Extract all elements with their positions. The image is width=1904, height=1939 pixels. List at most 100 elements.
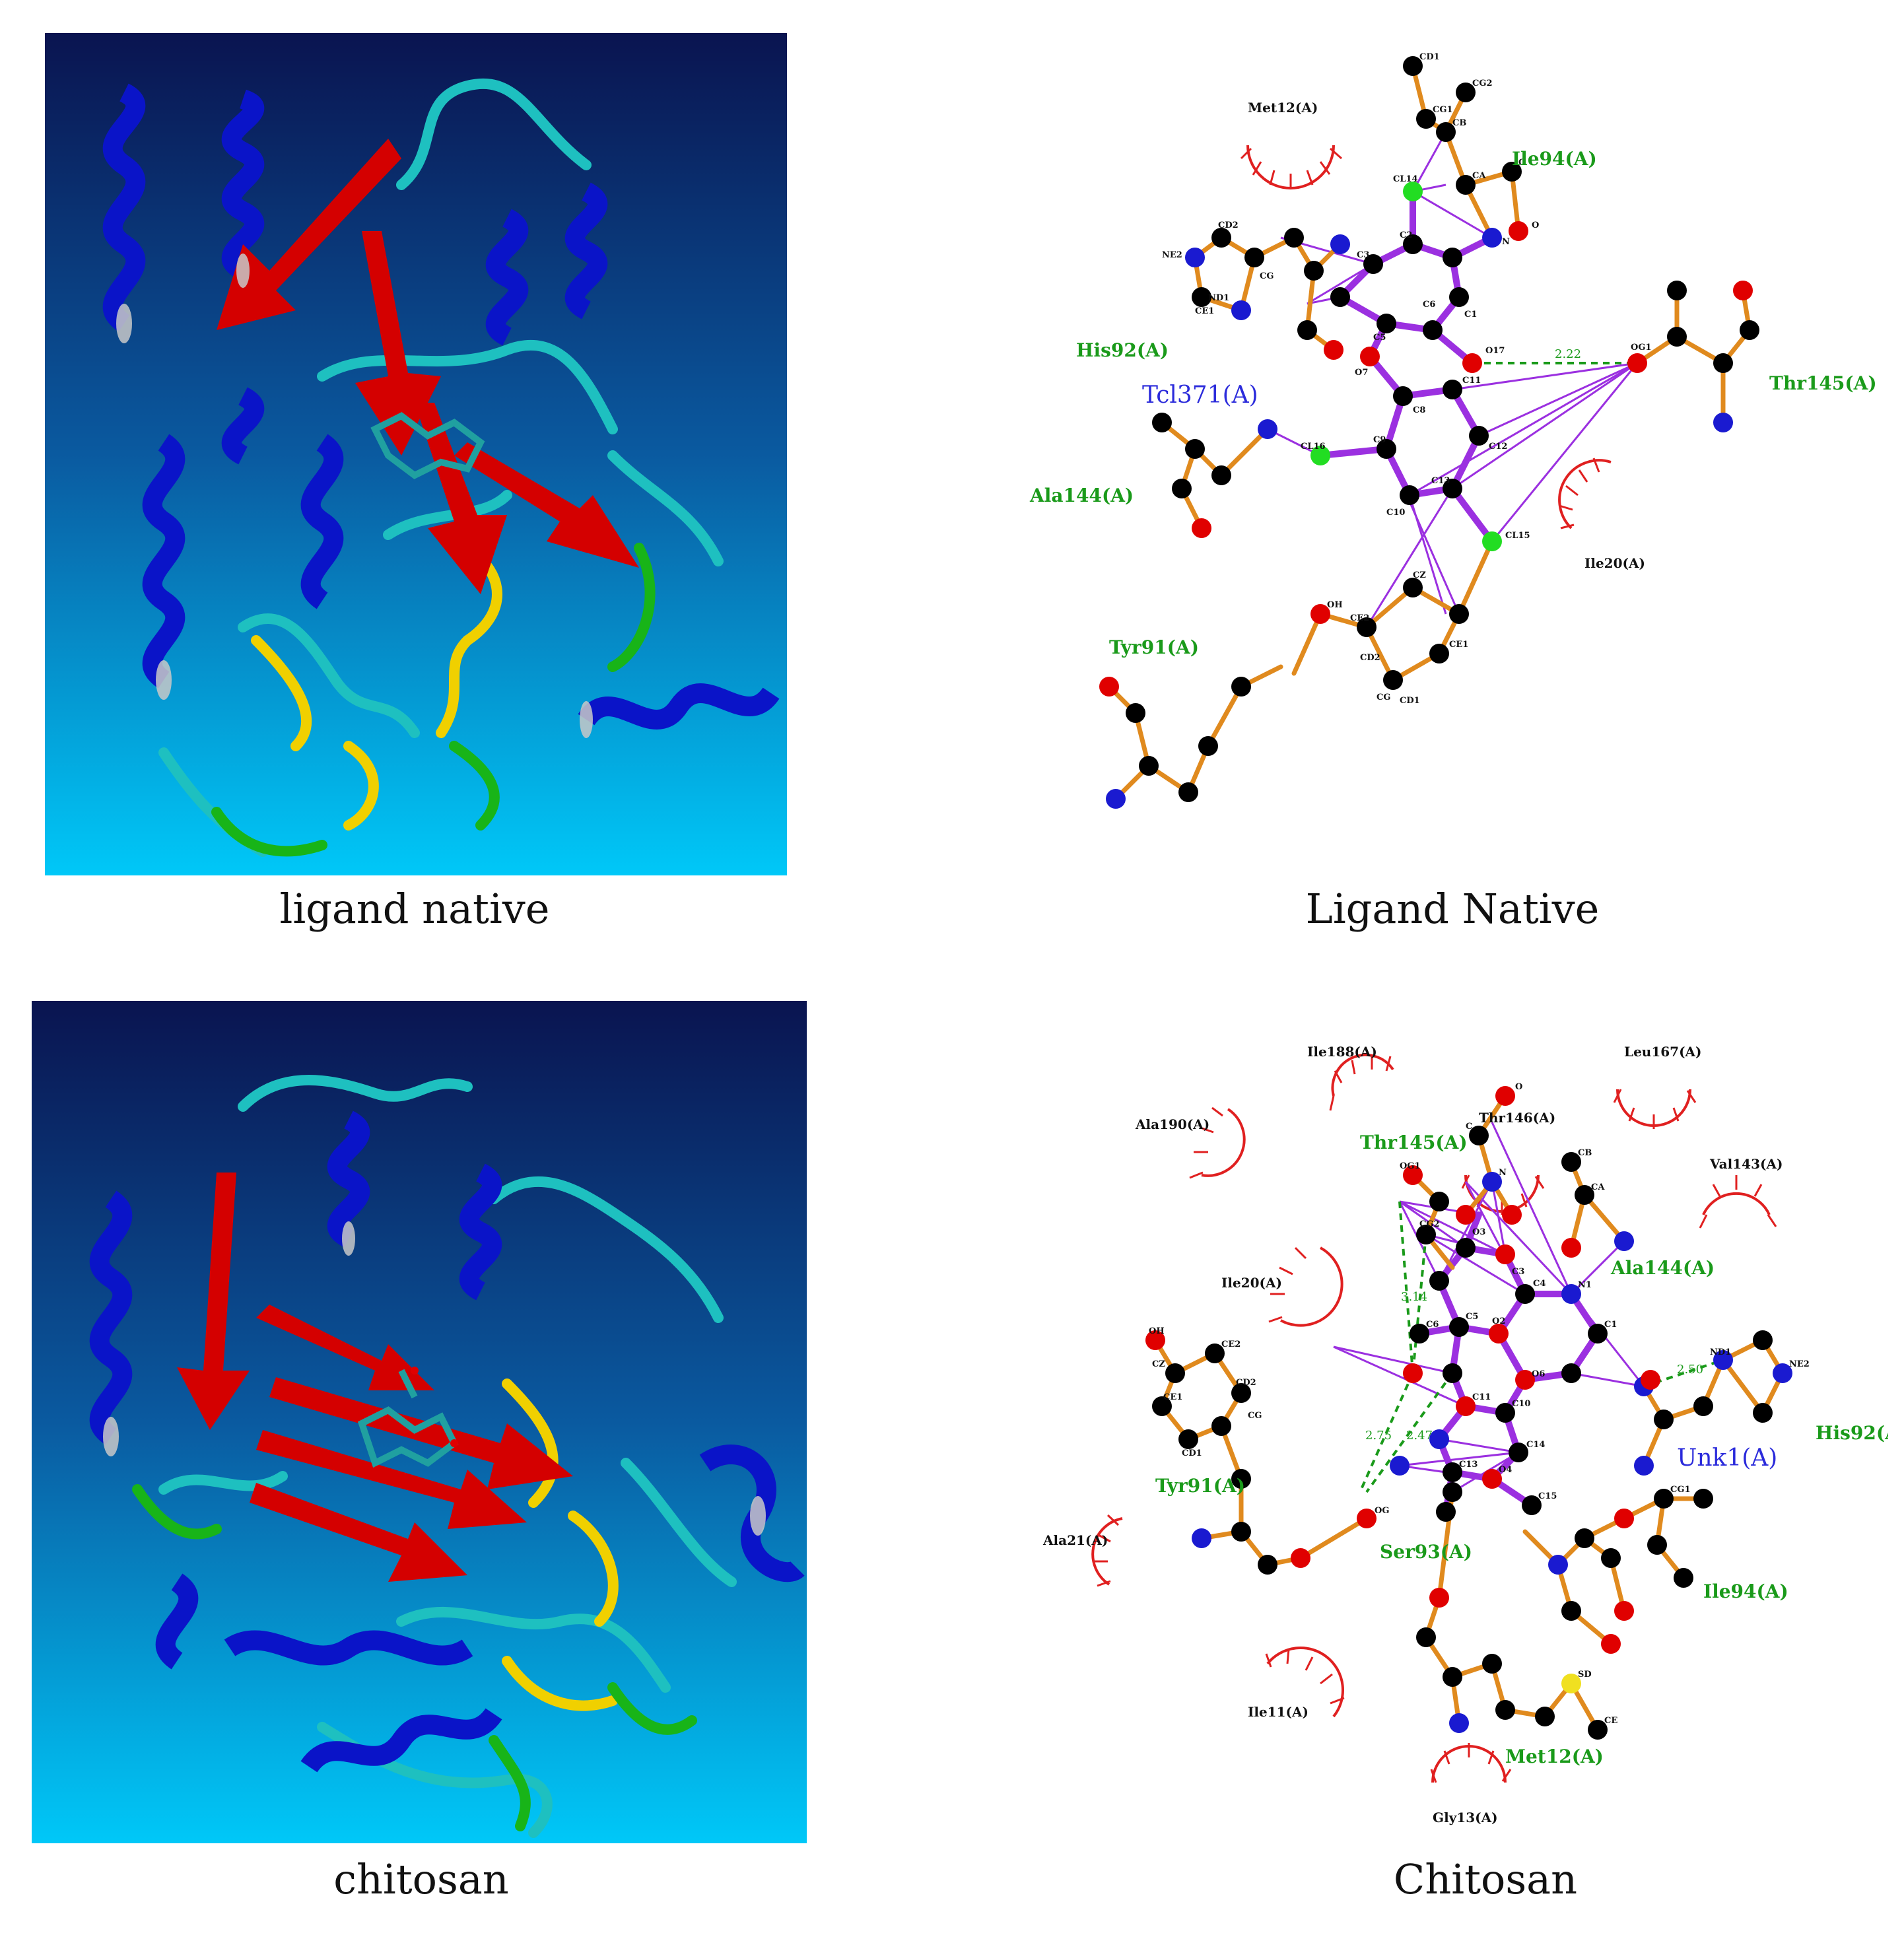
turn-yellow-2 bbox=[436, 543, 502, 738]
atom-label: CG bbox=[1260, 271, 1274, 281]
turn-green-1 bbox=[607, 543, 656, 672]
atom-label: CB bbox=[1578, 1148, 1592, 1158]
atom-label: C5 bbox=[1466, 1312, 1478, 1322]
atom-label: CE bbox=[1604, 1716, 1617, 1726]
atom-label: C1 bbox=[1464, 310, 1477, 320]
residue-label-tyr91: Tyr91(A) bbox=[1109, 636, 1199, 658]
atoms bbox=[1099, 56, 1759, 809]
turn-green-3 bbox=[132, 1484, 222, 1540]
atom-label: C14 bbox=[1526, 1440, 1545, 1450]
residue-label-ala144: Ala144(A) bbox=[1029, 485, 1134, 506]
atom-label: O bbox=[1532, 221, 1539, 230]
ligand-name-label: Tcl371(A) bbox=[1142, 382, 1258, 409]
atom-label: N bbox=[1499, 1168, 1507, 1178]
turn-green-1 bbox=[607, 1682, 697, 1735]
hydrophobic-ligand-lines bbox=[1267, 131, 1639, 628]
atom-label: O7 bbox=[1355, 368, 1368, 378]
turn-green-2 bbox=[211, 807, 327, 857]
atom-label: O17 bbox=[1485, 346, 1505, 356]
hbond-distance-label: 2.22 bbox=[1555, 347, 1581, 361]
atom-label: ND1 bbox=[1710, 1347, 1731, 1357]
residue-label-ile20: Ile20(A) bbox=[1584, 555, 1645, 571]
atom-label: CD2 bbox=[1360, 653, 1380, 663]
atom-label: CG2 bbox=[1419, 1219, 1440, 1229]
atom-label: C5 bbox=[1373, 333, 1386, 343]
atoms bbox=[1145, 1086, 1792, 1740]
chitosan-ligplot-svg: 3.14 2.75 2.47 2.50 bbox=[1042, 1044, 1888, 1825]
atom-label: C bbox=[1518, 158, 1525, 168]
residue-label-thr146: Thr146(A) bbox=[1479, 1110, 1555, 1126]
atom-label: C2 bbox=[1400, 230, 1412, 240]
helix-highlights bbox=[116, 254, 593, 738]
atom-label: CA bbox=[1472, 171, 1486, 181]
atom-label: C bbox=[1466, 1122, 1472, 1132]
hydrophobic-arc-ile188 bbox=[1331, 1053, 1394, 1097]
atom-label: OG1 bbox=[1631, 343, 1651, 353]
residue-label-ala21: Ala21(A) bbox=[1042, 1532, 1108, 1548]
atom-label: C11 bbox=[1462, 376, 1481, 386]
beta-sheets bbox=[217, 139, 639, 594]
residue-label-ser93: Ser93(A) bbox=[1380, 1541, 1472, 1563]
atom-label: CE2 bbox=[1221, 1340, 1241, 1349]
hydrophobic-arc-ala21 bbox=[1091, 1517, 1123, 1586]
atom-label: OG bbox=[1375, 1506, 1389, 1516]
residue-label-val143: Val143(A) bbox=[1709, 1156, 1783, 1172]
residue-label-ala190: Ala190(A) bbox=[1135, 1116, 1209, 1132]
native-ligplot-svg: 2.22 C bbox=[1029, 52, 1877, 809]
atom-label: CD1 bbox=[1182, 1448, 1202, 1458]
alpha-helices bbox=[102, 83, 780, 730]
atom-label: CG bbox=[1248, 1411, 1262, 1421]
atom-label: C8 bbox=[1413, 405, 1425, 415]
hydrophobic-arc-val143 bbox=[1702, 1192, 1771, 1215]
ligand-sticks bbox=[370, 412, 485, 479]
atom-label: O4 bbox=[1499, 1465, 1512, 1475]
caption-ligand-native-plot: Ligand Native bbox=[1305, 885, 1600, 933]
atom-label: CL14 bbox=[1393, 174, 1418, 184]
residue-label-ile188: Ile188(A) bbox=[1307, 1044, 1377, 1060]
beta-sheets bbox=[177, 1173, 573, 1582]
atom-label: C12 bbox=[1489, 442, 1507, 452]
hydrophobic-arc-ile20 bbox=[1280, 1246, 1343, 1327]
ligand-name-label: Unk1(A) bbox=[1677, 1445, 1777, 1472]
turn-green-3 bbox=[449, 741, 500, 831]
atom-label: C15 bbox=[1538, 1491, 1557, 1501]
residue-label-met12: Met12(A) bbox=[1505, 1746, 1604, 1767]
atom-label: CZ bbox=[1152, 1359, 1165, 1369]
hbond-distance-label: 2.50 bbox=[1677, 1363, 1703, 1377]
atom-label: C4 bbox=[1533, 1279, 1546, 1289]
native-ligplot-diagram: 2.22 C bbox=[990, 40, 1888, 845]
residue-label-gly13: Gly13(A) bbox=[1433, 1810, 1498, 1825]
native-ribbon-render bbox=[45, 33, 787, 875]
atom-label: CG1 bbox=[1670, 1485, 1691, 1495]
atom-label: O6 bbox=[1532, 1369, 1545, 1379]
atom-label: O3 bbox=[1472, 1227, 1485, 1237]
hbond-distance-label: 2.47 bbox=[1406, 1429, 1433, 1443]
hbond-distance-label: 3.14 bbox=[1401, 1290, 1427, 1304]
turn-yellow-1 bbox=[251, 635, 312, 751]
atom-label: NE2 bbox=[1789, 1359, 1810, 1369]
atom-label: CL16 bbox=[1301, 442, 1326, 452]
chitosan-protein-structure bbox=[32, 1001, 807, 1843]
atom-label: CD1 bbox=[1419, 52, 1440, 62]
residue-label-ile11: Ile11(A) bbox=[1248, 1704, 1309, 1720]
residue-label-his92: His92(A) bbox=[1816, 1422, 1888, 1444]
chitosan-ribbon-render bbox=[32, 1001, 807, 1843]
native-protein-structure bbox=[45, 33, 787, 875]
atom-label: C10 bbox=[1386, 508, 1405, 518]
turn-yellow-3 bbox=[343, 741, 379, 831]
hbond-distance-label: 2.75 bbox=[1365, 1429, 1392, 1443]
atom-label: CB bbox=[1452, 118, 1466, 128]
hydrophobic-arc-ala190 bbox=[1201, 1108, 1246, 1177]
atom-label: CG1 bbox=[1433, 105, 1453, 115]
caption-chitosan-plot: Chitosan bbox=[1393, 1855, 1578, 1903]
atom-label: CG2 bbox=[1472, 79, 1493, 88]
chitosan-ligplot-diagram: 3.14 2.75 2.47 2.50 bbox=[990, 1017, 1888, 1829]
atom-label: CZ bbox=[1413, 570, 1426, 580]
atom-label: SD bbox=[1578, 1670, 1592, 1680]
atom-label: O bbox=[1515, 1082, 1522, 1092]
turn-green-2 bbox=[489, 1735, 531, 1831]
atom-label: NE2 bbox=[1162, 250, 1182, 260]
atom-label: C1 bbox=[1604, 1320, 1617, 1330]
atom-label: CE1 bbox=[1449, 640, 1468, 650]
atom-label: C6 bbox=[1423, 300, 1435, 310]
